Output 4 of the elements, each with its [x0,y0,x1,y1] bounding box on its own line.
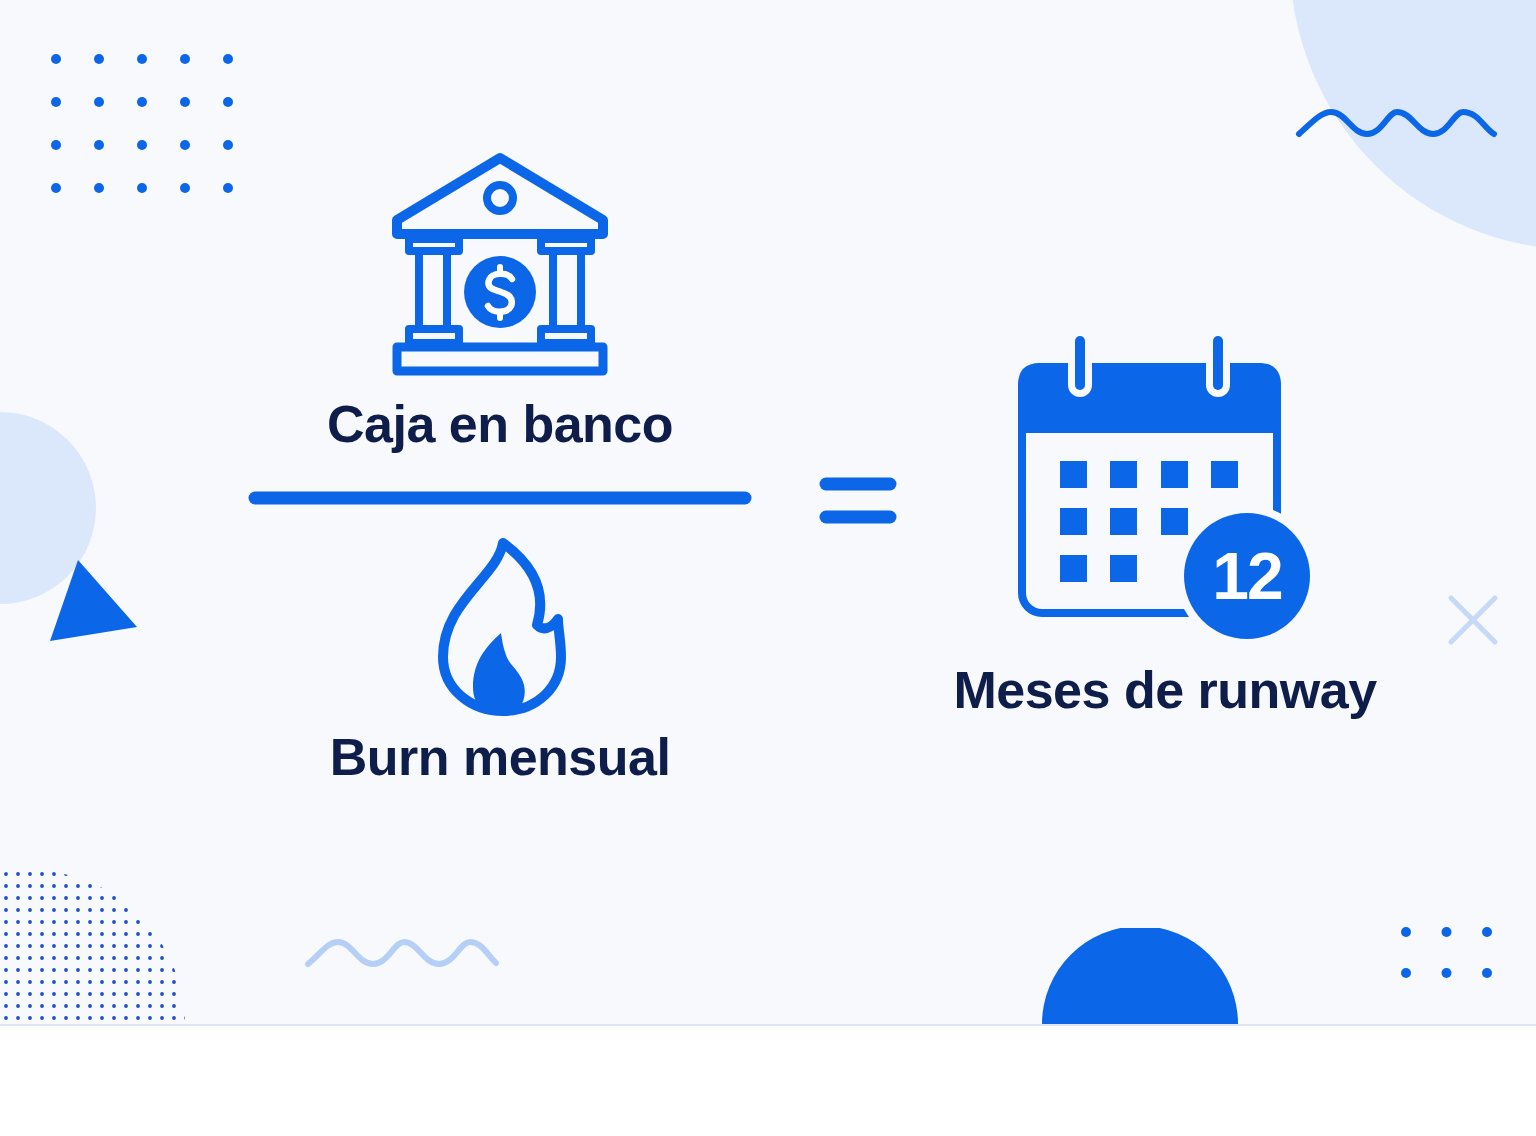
term-label: Meses de runway [953,660,1377,720]
term-label: Burn mensual [329,727,671,787]
number-badge: 12 [1184,513,1310,639]
term-label: Caja en banco [326,394,674,454]
